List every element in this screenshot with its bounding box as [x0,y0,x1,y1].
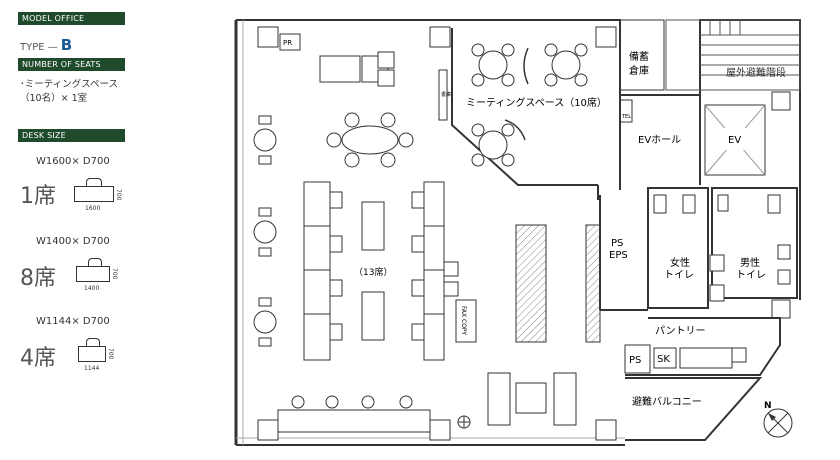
compass-icon [763,408,793,438]
pantry-counter [679,347,733,369]
desk-width-label: 1600 [85,205,101,212]
desk-diagram [74,186,114,202]
outdoor-stairs [665,19,801,91]
plant-icon [457,415,471,429]
sk-label: SK [657,354,670,365]
type-value: B [60,36,73,54]
pantry-sink [731,347,747,363]
divider-arc [523,47,529,85]
chair-icon [86,338,100,347]
fax-copy-label: FAX COPY [460,306,467,335]
lounge-tables [319,51,414,168]
ev-label: EV [728,135,741,146]
ps-eps-label-2: EPS [609,250,628,261]
ps-room [624,344,651,374]
pantry-label: パントリー [655,325,706,337]
desk-diagram [78,346,106,362]
hatched-partitions [515,224,601,343]
outdoor-stairs-label: 屋外避難階段 [726,66,786,79]
desk-spec: W1144× D700 [36,316,110,327]
number-of-seats-header: NUMBER OF SEATS [18,58,125,71]
cabinet-label: 書庫 [441,91,451,98]
desk-width-label: 1400 [84,285,100,292]
womens-label-1: 女性 [670,256,690,269]
desk-depth-label: 700 [115,189,122,201]
restroom-walls [599,187,798,311]
type-label: TYPE — [20,42,58,53]
sk-sink [653,347,677,369]
desk-spec: W1600× D700 [36,156,110,167]
toilets [653,194,791,302]
office-type: TYPE —B [20,36,72,54]
pr-box [279,33,301,51]
desk-cluster-left [303,181,385,361]
perimeter-tables [253,115,277,347]
chair-icon [86,178,102,187]
desk-diagram [76,266,110,282]
storage-label-2: 倉庫 [629,64,649,77]
desk-size-header: DESK SIZE [18,129,125,142]
spec-sidebar: MODEL OFFICE TYPE —B NUMBER OF SEATS ･ミー… [0,0,140,460]
balcony-label: 避難バルコニー [632,395,702,408]
compass-label: N [764,401,772,411]
ps-eps-label-1: PS [611,238,623,249]
meeting-table-set [471,43,588,167]
storage-label-1: 備蓄 [629,50,649,63]
ev-hall-label: EVホール [638,134,681,146]
work-area-label: （13席） [354,266,392,278]
storage-room [619,19,665,91]
cabinet [438,69,448,121]
desk-width-label: 1144 [84,365,100,372]
desk-spec: W1400× D700 [36,236,110,247]
tel-label: TEL [621,114,631,120]
meeting-space-label: ミーティングスペース（10席） [466,96,607,109]
desk-seat-count: 1席 [20,184,56,209]
seat-note-line1: ･ミーティングスペース [20,79,119,90]
desk-depth-label: 700 [111,268,118,280]
balcony-walls [625,377,763,441]
womens-label-2: トイレ [664,270,694,281]
desk-depth-label: 700 [107,348,114,360]
chair-icon [88,258,102,267]
desk-cluster-right [411,181,477,361]
seat-note-line2: （10名）× 1室 [20,93,88,104]
desk-seat-count: 8席 [20,266,56,291]
model-office-header: MODEL OFFICE [18,12,125,25]
pantry-walls [625,317,781,376]
lounge-sofa [277,372,577,433]
divider-arc [504,119,526,141]
mens-label-1: 男性 [740,256,760,269]
ev-label-bg [716,128,752,150]
ps-label: PS [629,355,641,366]
pr-label: PR [283,39,292,47]
ev-shaft [704,104,766,176]
mens-label-2: トイレ [736,270,766,281]
desk-seat-count: 4席 [20,346,56,371]
